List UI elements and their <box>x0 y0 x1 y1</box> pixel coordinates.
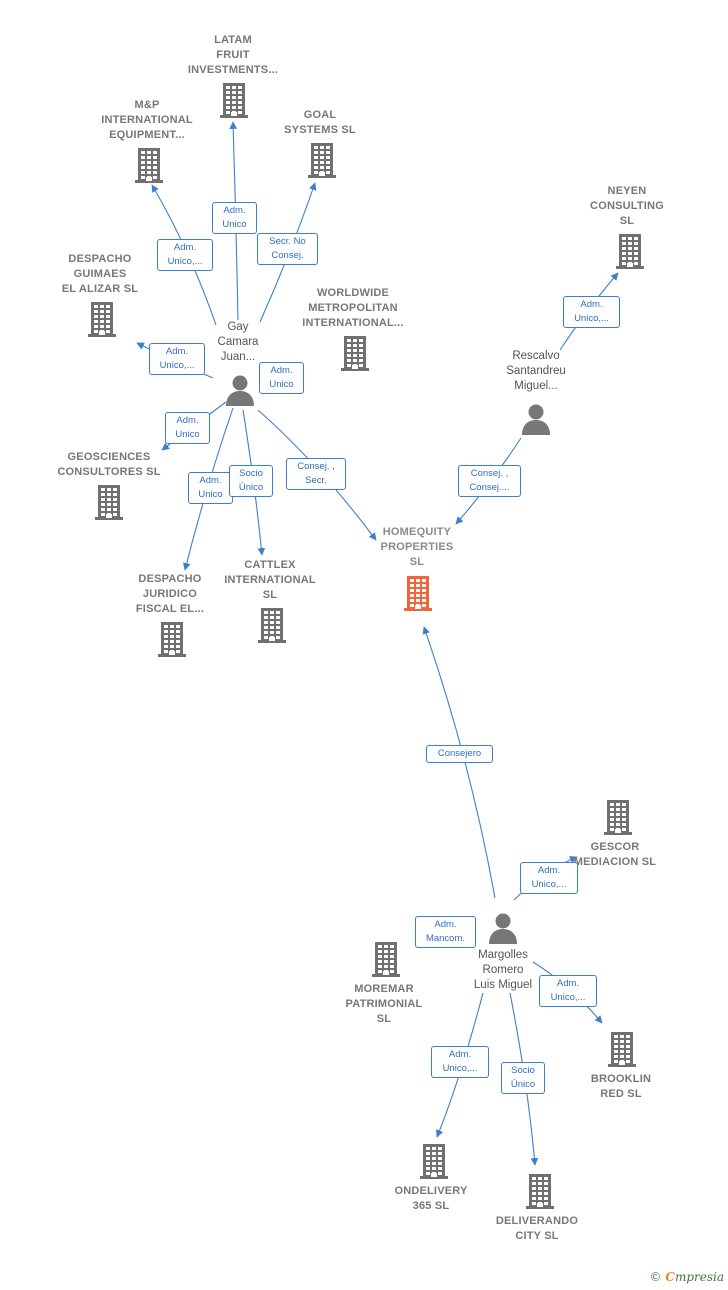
brand-initial: C <box>665 1270 675 1284</box>
edge-label-role: Secr. No Consej. <box>257 233 318 265</box>
building-icon <box>420 1144 448 1179</box>
empresia-logo: © Cmpresia <box>650 1270 724 1284</box>
company-brooklin-red[interactable]: BROOKLIN RED SL <box>571 1072 671 1102</box>
building-icon <box>308 143 336 178</box>
company-label: GEOSCIENCES CONSULTORES SL <box>57 451 161 478</box>
building-icon <box>341 336 369 371</box>
company-label: MOREMAR PATRIMONIAL SL <box>345 983 423 1025</box>
company-label: DESPACHO GUIMAES EL ALIZAR SL <box>61 253 139 295</box>
company-label: CATTLEX INTERNATIONAL SL <box>224 559 316 601</box>
person-rescalvo-santandreu[interactable]: Rescalvo Santandreu Miguel... <box>486 349 586 394</box>
building-icon <box>604 800 632 835</box>
edge-label-role: Adm. Mancom. <box>415 916 476 948</box>
building-icon <box>158 622 186 657</box>
company-label: WORLDWIDE METROPOLITAN INTERNATIONAL... <box>302 287 404 329</box>
edge-label-role: Adm. Unico,... <box>431 1046 489 1078</box>
person-icon <box>522 404 550 435</box>
edge-label-role: Socio Único <box>229 465 273 497</box>
building-icon <box>95 485 123 520</box>
person-label: Margolles Romero Luis Miguel <box>473 949 533 991</box>
edge-label-role: Adm. Unico,... <box>520 862 578 894</box>
edge-label-role: Socio Único <box>501 1062 545 1094</box>
company-latam-fruit[interactable]: LATAM FRUIT INVESTMENTS... <box>173 33 293 78</box>
company-label: LATAM FRUIT INVESTMENTS... <box>187 34 279 76</box>
company-label: GESCOR MEDIACION SL <box>573 841 657 868</box>
building-icon <box>258 608 286 643</box>
person-label: Gay Camara Juan... <box>217 321 259 363</box>
company-label: M&P INTERNATIONAL EQUIPMENT... <box>101 99 193 141</box>
building-icon <box>220 83 248 118</box>
building-icon <box>88 302 116 337</box>
company-goal-systems[interactable]: GOAL SYSTEMS SL <box>270 108 370 138</box>
brand-name: mpresia <box>674 1270 724 1284</box>
edge-label-role: Adm. Unico,... <box>539 975 597 1007</box>
company-despacho-juridico[interactable]: DESPACHO JURIDICO FISCAL EL... <box>120 572 220 617</box>
company-worldwide-metropolitan[interactable]: WORLDWIDE METROPOLITAN INTERNATIONAL... <box>293 286 413 331</box>
building-icon <box>616 234 644 269</box>
person-icon <box>489 913 517 944</box>
person-gay-camara[interactable]: Gay Camara Juan... <box>197 320 279 365</box>
edge-label-role: Consej. , Secr. <box>286 458 346 490</box>
company-moremar-patrimonial[interactable]: MOREMAR PATRIMONIAL SL <box>334 982 434 1027</box>
person-margolles-romero[interactable]: Margolles Romero Luis Miguel <box>453 948 553 993</box>
building-icon <box>372 942 400 977</box>
building-icon <box>608 1032 636 1067</box>
person-label: Rescalvo Santandreu Miguel... <box>506 350 566 392</box>
edge-label-role: Adm. Unico <box>188 472 233 504</box>
company-cattlex[interactable]: CATTLEX INTERNATIONAL SL <box>214 558 326 603</box>
company-neyen-consulting[interactable]: NEYEN CONSULTING SL <box>577 184 677 229</box>
building-icon <box>526 1174 554 1209</box>
edge-label-role: Adm. Unico,... <box>149 343 205 375</box>
company-mp-international[interactable]: M&P INTERNATIONAL EQUIPMENT... <box>87 98 207 143</box>
person-icon <box>226 375 254 406</box>
company-despacho-guimaes[interactable]: DESPACHO GUIMAES EL ALIZAR SL <box>45 252 155 297</box>
edge-label-role: Adm. Unico,... <box>563 296 620 328</box>
company-label: NEYEN CONSULTING SL <box>590 185 664 227</box>
edge-label-role: Consej. , Consej.... <box>458 465 521 497</box>
copyright-symbol: © <box>649 1270 662 1284</box>
company-label: BROOKLIN RED SL <box>590 1073 652 1100</box>
company-label: DESPACHO JURIDICO FISCAL EL... <box>135 573 205 615</box>
edge-label-role: Adm. Unico <box>259 362 304 394</box>
company-deliverando-city[interactable]: DELIVERANDO CITY SL <box>487 1214 587 1244</box>
company-gescor-mediacion[interactable]: GESCOR MEDIACION SL <box>565 840 665 870</box>
edge-label-role: Consejero <box>426 745 493 763</box>
company-homequity-properties[interactable]: HOMEQUITY PROPERTIES SL <box>362 525 472 570</box>
company-label: ONDELIVERY 365 SL <box>394 1185 468 1212</box>
edge-label-role: Adm. Unico <box>212 202 257 234</box>
building-icon <box>135 148 163 183</box>
company-geosciences[interactable]: GEOSCIENCES CONSULTORES SL <box>50 450 168 480</box>
building-icon <box>404 576 432 611</box>
edge-label-role: Adm. Unico <box>165 412 210 444</box>
edge-label-role: Adm. Unico,... <box>157 239 213 271</box>
company-ondelivery[interactable]: ONDELIVERY 365 SL <box>381 1184 481 1214</box>
company-label: HOMEQUITY PROPERTIES SL <box>380 526 454 568</box>
company-label: DELIVERANDO CITY SL <box>495 1215 579 1242</box>
company-label: GOAL SYSTEMS SL <box>284 109 356 136</box>
